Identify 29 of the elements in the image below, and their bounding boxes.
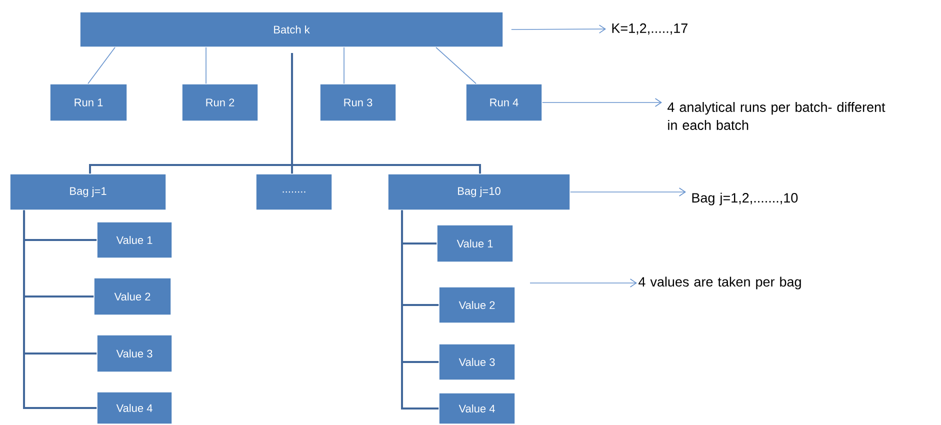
tree-line (23, 210, 97, 409)
process-box: Run 1 (50, 84, 128, 122)
process-box: Bag j=10 (388, 174, 570, 210)
process-box: Value 3 (438, 344, 516, 380)
note-text: K=1,2,.....,17 (612, 23, 688, 35)
process-box: Bag j=1 (10, 174, 166, 210)
note-text: 4 analytical runs per batch- different in each batch (668, 102, 886, 130)
arrow (570, 188, 686, 196)
tree-line (291, 53, 481, 174)
process-box: Value 1 (436, 224, 514, 262)
process-box: Value 4 (438, 392, 516, 424)
process-box: Value 1 (96, 222, 172, 258)
tree-line (401, 210, 439, 410)
process-box: Value 4 (96, 392, 172, 424)
arrow (542, 98, 662, 107)
process-box: Value 2 (94, 278, 172, 316)
process-box: Batch k (80, 12, 504, 48)
arrow (530, 278, 637, 288)
connector-line (88, 47, 116, 84)
connector-line (436, 47, 476, 84)
process-box: ........ (256, 174, 332, 210)
process-box: Run 4 (466, 84, 542, 122)
note-text: Bag j=1,2,.......,10 (692, 192, 798, 206)
process-box: Value 3 (96, 334, 172, 372)
note-text: 4 values are taken per bag (638, 276, 801, 290)
process-box: Run 2 (182, 84, 258, 122)
process-box: Run 3 (320, 84, 396, 122)
process-box: Value 2 (438, 286, 516, 324)
arrow (511, 24, 606, 34)
